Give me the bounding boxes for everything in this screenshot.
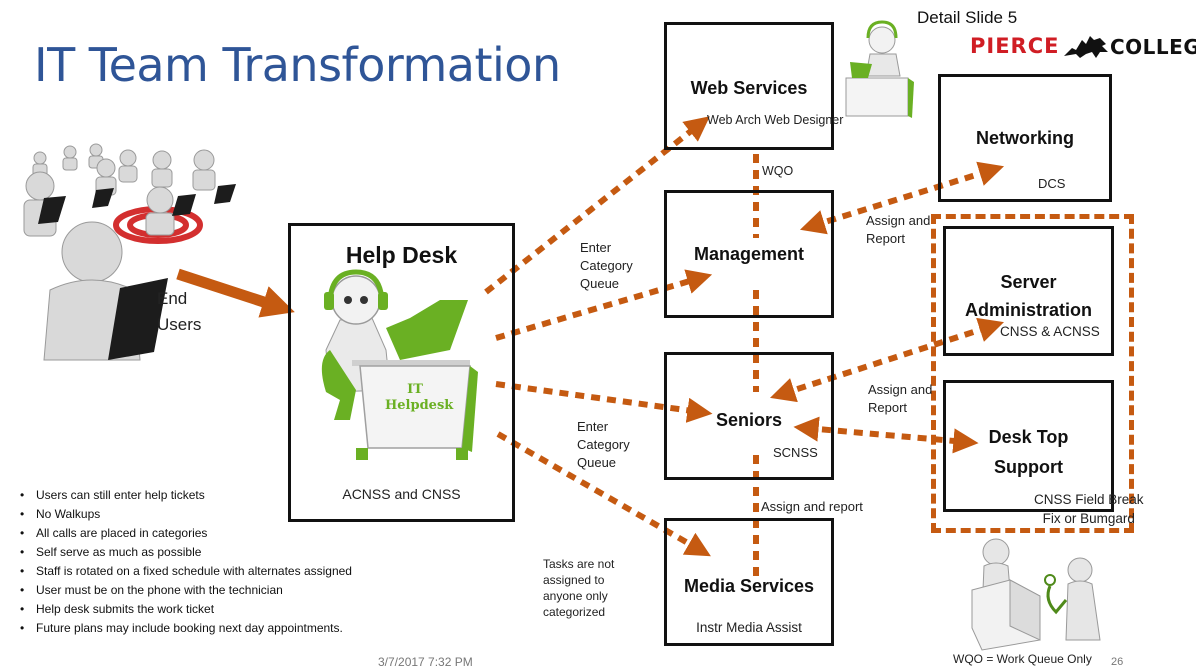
desktop-support-box [943, 380, 1114, 512]
management-box [664, 190, 834, 318]
management-title: Management [693, 244, 805, 264]
networking-box [938, 74, 1112, 202]
networking-title: Networking [975, 128, 1074, 148]
end-users-illustration [23, 143, 236, 361]
arrow-seniors-desktop [793, 416, 979, 454]
end-users-label: End Users [157, 289, 202, 334]
seniors-title: Seniors [715, 410, 783, 430]
list-item: Self serve as much as possible [20, 543, 352, 562]
media-services-staff: Instr Media Assist [696, 620, 802, 635]
server-admin-title: Server Administration [964, 272, 1092, 320]
support-group-outline [931, 214, 1134, 533]
slide-title: IT Team Transformation [34, 38, 561, 92]
web-services-staff: Web Arch Web Designer [707, 113, 844, 127]
helpdesk-box [288, 223, 515, 522]
flow-label-assign-and-report: Assign and report [761, 499, 863, 514]
helpdesk-desk-label: IT Helpdesk [385, 382, 454, 413]
arrow-helpdesk-to-web [484, 116, 710, 295]
list-item: No Walkups [20, 505, 352, 524]
networking-staff: DCS [1038, 176, 1066, 191]
desktop-support-title: Desk Top Support [988, 427, 1069, 477]
seniors-box [664, 352, 834, 480]
seniors-staff: SCNSS [773, 445, 818, 460]
arrow-users-to-helpdesk [176, 268, 295, 318]
media-services-title: Media Services [683, 576, 815, 596]
footer-date: 3/7/2017 7:32 PM [378, 655, 473, 669]
arrow-seniors-server [770, 317, 1004, 403]
web-services-box [664, 22, 834, 150]
list-item: All calls are placed in categories [20, 524, 352, 543]
list-item: Help desk submits the work ticket [20, 600, 352, 619]
footer-page-number: 26 [1111, 656, 1124, 668]
helpdesk-title: Help Desk [345, 242, 458, 268]
list-item: Staff is rotated on a fixed schedule wit… [20, 562, 352, 581]
footer-wqo-note: WQO = Work Queue Only [953, 652, 1092, 666]
wolf-icon [1064, 36, 1108, 58]
server-admin-staff: CNSS & ACNSS [1000, 324, 1100, 339]
helpdesk-robot-illustration [321, 269, 478, 460]
logo-text-left: PIERCE [970, 34, 1060, 58]
arrow-helpdesk-to-seniors [495, 381, 713, 423]
list-item: Users can still enter help tickets [20, 486, 352, 505]
web-services-title: Web Services [690, 78, 808, 98]
desktop-support-staff: CNSS Field Break Fix or Bumgard [1034, 492, 1144, 526]
technicians-illustration [971, 538, 1101, 651]
notes-bullet-list: Users can still enter help tickets No Wa… [20, 486, 352, 638]
wqo-label: WQO [762, 164, 794, 178]
server-admin-box [943, 226, 1114, 356]
media-services-box [664, 518, 834, 646]
detail-slide-label: Detail Slide 5 [917, 8, 1018, 27]
flow-label-assign-report-1: Assign and Report [866, 213, 931, 246]
tasks-note: Tasks are not assigned to anyone only ca… [543, 557, 615, 619]
list-item: User must be on the phone with the techn… [20, 581, 352, 600]
flow-label-enter-category-2: Enter Category Queue [577, 419, 630, 470]
flow-label-enter-category-1: Enter Category Queue [580, 240, 633, 291]
flow-label-assign-report-2: Assign and Report [868, 382, 933, 415]
list-item: Future plans may include booking next da… [20, 619, 352, 638]
support-robot-illustration [845, 20, 914, 118]
helpdesk-staff: ACNSS and CNSS [342, 486, 461, 502]
